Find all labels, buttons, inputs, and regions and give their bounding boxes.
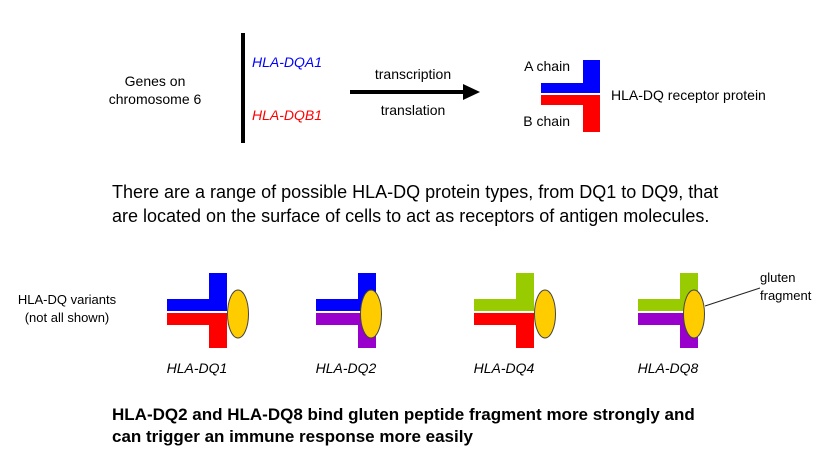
top-a-chain-vertical bbox=[583, 60, 600, 93]
variant-label: HLA-DQ8 bbox=[638, 360, 699, 376]
arrow-head-icon bbox=[463, 84, 480, 100]
variants-label-line1: HLA-DQ variants bbox=[18, 292, 117, 307]
gluten-label-line2: fragment bbox=[760, 288, 812, 303]
description-line2: are located on the surface of cells to a… bbox=[112, 206, 709, 226]
top-b-chain-horizontal bbox=[541, 95, 600, 105]
variants-group: HLA-DQ1 HLA-DQ2 HLA-DQ4 HLA-DQ8 bbox=[167, 273, 705, 376]
top-a-chain-horizontal bbox=[541, 83, 600, 93]
variant-b-chain-vertical bbox=[209, 313, 227, 348]
a-chain-label: A chain bbox=[524, 58, 570, 74]
variant-a-chain-vertical bbox=[209, 273, 227, 311]
conclusion-line1: HLA-DQ2 and HLA-DQ8 bind gluten peptide … bbox=[112, 405, 695, 424]
variant-hla-dq2: HLA-DQ2 bbox=[316, 273, 382, 376]
variant-b-chain-vertical bbox=[516, 313, 534, 348]
gluten-fragment-icon bbox=[683, 289, 705, 339]
variant-hla-dq1: HLA-DQ1 bbox=[167, 273, 249, 376]
translation-label: translation bbox=[381, 102, 446, 118]
b-chain-label: B chain bbox=[523, 113, 570, 129]
conclusion-line2: can trigger an immune response more easi… bbox=[112, 427, 473, 446]
variant-hla-dq8: HLA-DQ8 bbox=[638, 273, 705, 376]
receptor-protein-icon bbox=[541, 60, 600, 132]
gluten-fragment-icon bbox=[360, 289, 382, 339]
gluten-fragment-icon bbox=[227, 289, 249, 339]
variant-a-chain-vertical bbox=[516, 273, 534, 311]
gene-b-label: HLA-DQB1 bbox=[252, 107, 322, 123]
gluten-label-line1: gluten bbox=[760, 270, 795, 285]
chromosome-line bbox=[241, 33, 245, 143]
description-line1: There are a range of possible HLA-DQ pro… bbox=[112, 182, 718, 202]
genes-label-line2: chromosome 6 bbox=[109, 91, 202, 107]
gene-a-label: HLA-DQA1 bbox=[252, 54, 322, 70]
transcription-label: transcription bbox=[375, 66, 451, 82]
variant-hla-dq4: HLA-DQ4 bbox=[474, 273, 556, 376]
genes-label-line1: Genes on bbox=[125, 73, 186, 89]
protein-label: HLA-DQ receptor protein bbox=[611, 87, 766, 103]
variant-label: HLA-DQ2 bbox=[316, 360, 377, 376]
top-b-chain-vertical bbox=[583, 95, 600, 132]
variants-label-line2: (not all shown) bbox=[25, 310, 110, 325]
variant-label: HLA-DQ4 bbox=[474, 360, 535, 376]
gluten-fragment-icon bbox=[534, 289, 556, 339]
gluten-pointer-line bbox=[704, 287, 761, 307]
variant-label: HLA-DQ1 bbox=[167, 360, 228, 376]
